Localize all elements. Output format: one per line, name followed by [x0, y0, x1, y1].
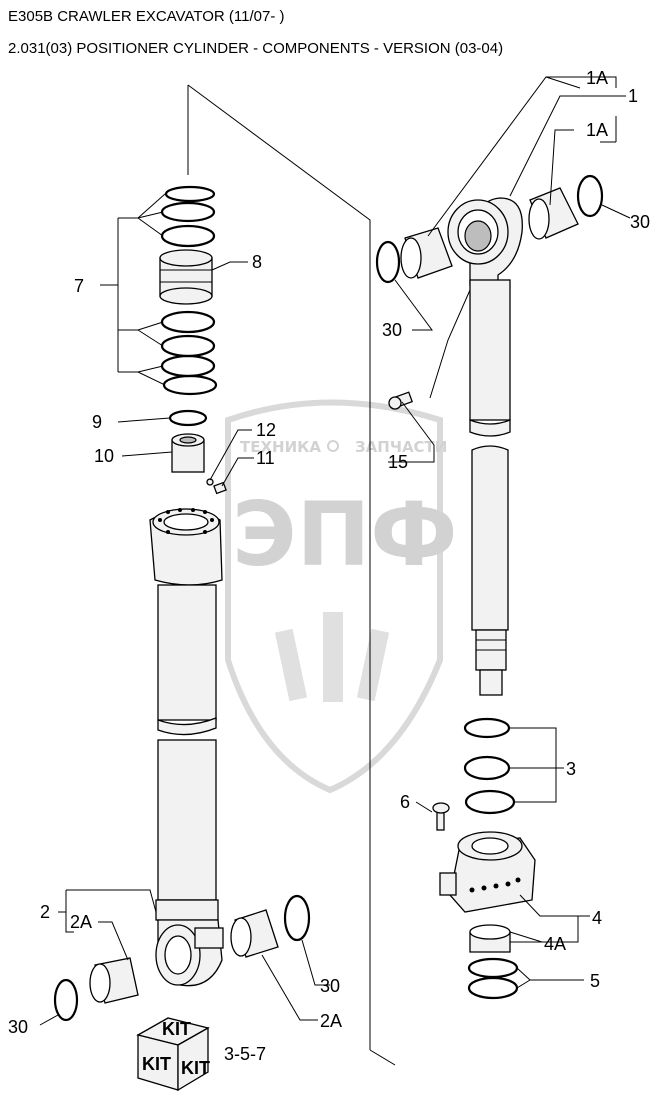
callout-8: 8 — [252, 252, 262, 272]
seal-5-b — [467, 976, 519, 1000]
callout-30-lower-left: 30 — [8, 1017, 28, 1037]
callout-4a: 4A — [544, 934, 566, 954]
screw-6 — [432, 802, 450, 831]
grease-fitting-15 — [388, 391, 414, 410]
callout-6: 6 — [400, 792, 410, 812]
seal-5-a — [467, 957, 519, 979]
seal-7-d — [160, 310, 216, 334]
cylinder-bottom-eye-2 — [155, 919, 224, 987]
callout-3: 3 — [566, 759, 576, 779]
bushing-4a — [469, 924, 511, 953]
callout-10: 10 — [94, 446, 114, 466]
seal-7-a — [164, 185, 216, 203]
leader-lines — [39, 76, 631, 1026]
bushing-2a-right — [230, 909, 279, 958]
callout-30-lower-right: 30 — [320, 976, 340, 996]
callout-1a-top: 1A — [586, 68, 608, 88]
seal-30-lower-right — [283, 894, 311, 942]
bushing-2a-left — [89, 957, 139, 1004]
watermark: ТЕХНИКА ЗАПЧАСТИ ЭПФ — [225, 399, 458, 794]
callout-4: 4 — [592, 908, 602, 928]
seal-7-e — [160, 334, 216, 358]
cylinder-tube — [149, 508, 223, 921]
callout-9: 9 — [92, 412, 102, 432]
seal-7-f — [160, 354, 216, 378]
callout-1a-mid: 1A — [586, 120, 608, 140]
page-subtitle: 2.031(03) POSITIONER CYLINDER - COMPONEN… — [8, 40, 504, 57]
nut-10 — [171, 433, 205, 473]
bushing-1a-right — [528, 187, 579, 240]
callout-11: 11 — [256, 448, 275, 468]
cylinder-head-4 — [439, 831, 536, 913]
kit-box-icon — [136, 1017, 210, 1092]
callout-15: 15 — [388, 452, 408, 472]
seal-3-a — [463, 717, 511, 739]
piston-8 — [159, 249, 213, 305]
washer-9 — [168, 409, 208, 427]
piston-rod — [469, 279, 511, 696]
watermark-text-left: ТЕХНИКА — [240, 438, 321, 456]
callout-2: 2 — [40, 902, 50, 922]
callout-2a-right: 2A — [320, 1011, 342, 1031]
kit-box-left-label: KIT — [142, 1054, 171, 1074]
callout-30-upper-right: 30 — [630, 212, 650, 232]
callout-12: 12 — [256, 420, 276, 440]
kit-box-top-label: KIT — [162, 1019, 191, 1039]
rod-eye-1 — [447, 197, 523, 286]
perspective-lines — [187, 84, 396, 1066]
callout-30-upper-left: 30 — [382, 320, 402, 340]
seal-30-upper-right — [576, 174, 604, 218]
bushing-1a-left — [400, 227, 453, 279]
seal-30-lower-left — [53, 978, 79, 1022]
seal-7-g — [162, 374, 218, 396]
callout-2a-left: 2A — [70, 912, 92, 932]
seal-30-upper-left — [375, 240, 401, 284]
seal-3-b — [463, 755, 511, 781]
seal-7-b — [160, 201, 216, 223]
page-title: E305B CRAWLER EXCAVATOR (11/07- ) — [8, 8, 285, 25]
gear-icon — [327, 440, 339, 452]
callout-kit-ref: 3-5-7 — [224, 1044, 266, 1064]
seal-3-c — [464, 789, 516, 815]
wheat-icon — [274, 612, 390, 702]
callout-7: 7 — [74, 276, 84, 296]
callout-5: 5 — [590, 971, 600, 991]
plug-11 — [213, 481, 227, 495]
kit-box-right-label: KIT — [181, 1058, 210, 1078]
watermark-logo: ЭПФ — [232, 483, 458, 586]
callout-1: 1 — [628, 86, 638, 106]
seal-7-c — [160, 224, 216, 248]
watermark-text-right: ЗАПЧАСТИ — [355, 438, 447, 456]
